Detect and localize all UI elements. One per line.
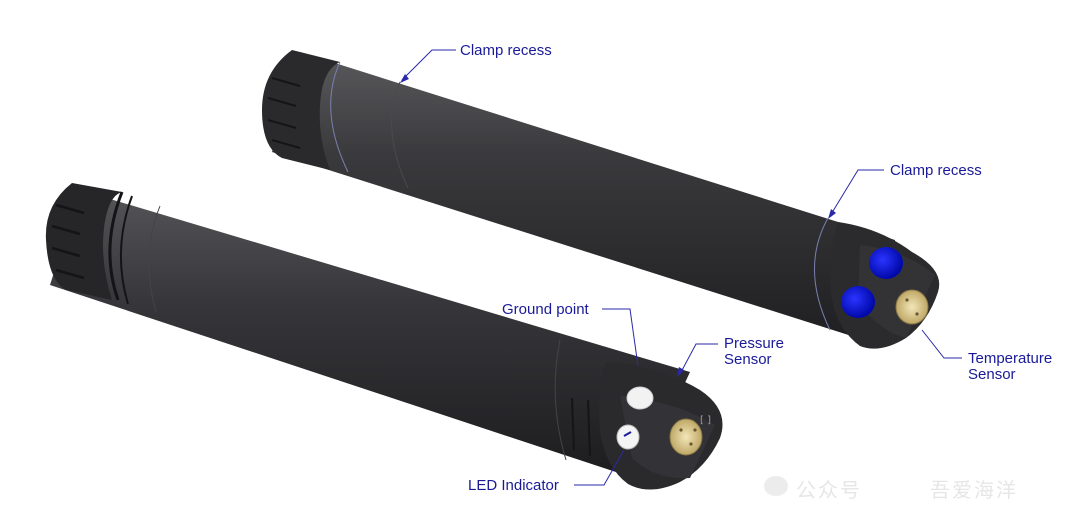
lower-tube-body: [ ]	[45, 183, 723, 490]
upper-cap-ridges	[267, 77, 301, 149]
leader-temperature-sensor	[921, 329, 962, 359]
watermark-logo-icon	[764, 476, 788, 496]
upper-temperature-sensor	[895, 289, 929, 325]
lower-knurled-cap	[45, 183, 122, 300]
upper-tube-body	[262, 50, 940, 349]
label-temperature-sensor-line2: Sensor	[968, 366, 1016, 383]
lower-pressure-sensor	[669, 418, 703, 456]
leader-clamp-recess-top	[401, 49, 456, 81]
lower-led-indicator	[616, 424, 640, 450]
upper-clamp-recess-line-left	[330, 61, 349, 173]
upper-clamp-recess-line-right	[814, 217, 831, 331]
label-temperature-sensor-line1: Temperature	[968, 350, 1053, 367]
lower-ground-point	[626, 386, 654, 410]
lower-cap-ridges	[51, 203, 85, 280]
svg-text:[ ]: [ ]	[700, 415, 711, 426]
upper-instrument	[262, 50, 940, 349]
label-clamp-recess-top: Clamp recess	[460, 42, 552, 59]
lower-end-grooves	[571, 397, 591, 457]
leader-pressure-sensor	[679, 343, 718, 375]
label-pressure-sensor-line2: Sensor	[724, 351, 772, 368]
label-pressure-sensor-line1: Pressure	[724, 335, 785, 352]
label-clamp-recess-right: Clamp recess	[890, 162, 982, 179]
label-ground-point: Ground point	[502, 301, 589, 318]
leader-clamp-recess-right	[829, 169, 884, 217]
watermark-left: 公众号	[796, 480, 862, 502]
watermark-right: 吾爱海洋	[930, 480, 1018, 502]
leader-arrowheads	[400, 74, 836, 377]
leader-ground-point	[602, 308, 639, 367]
label-led-indicator: LED Indicator	[468, 477, 559, 494]
leader-lines	[401, 49, 962, 486]
lower-instrument: [ ]	[45, 183, 723, 490]
upper-blue-port-1	[869, 247, 903, 279]
upper-blue-port-2	[841, 286, 875, 318]
leader-led-indicator	[574, 449, 625, 486]
